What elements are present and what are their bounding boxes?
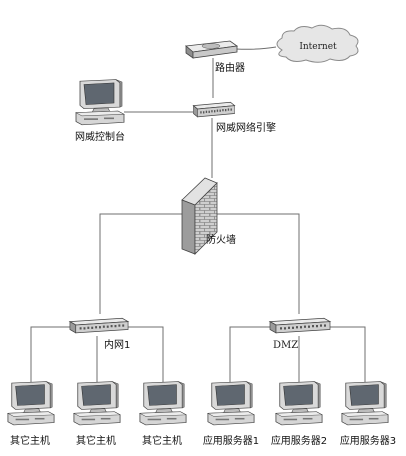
desktop-computer-icon bbox=[276, 382, 322, 425]
network-engine-icon bbox=[193, 102, 234, 117]
switch-icon bbox=[270, 318, 330, 333]
host-2: 其它主机 bbox=[74, 382, 120, 447]
link-host3 bbox=[124, 326, 164, 382]
switch-icon bbox=[70, 318, 128, 333]
internet-label: Internet bbox=[299, 42, 337, 52]
server-1: 应用服务器1 bbox=[203, 382, 259, 447]
link-server1 bbox=[229, 326, 270, 382]
router-icon bbox=[185, 40, 239, 59]
host-label: 其它主机 bbox=[142, 434, 182, 447]
link-firewall-dmz bbox=[214, 213, 300, 314]
server-label: 应用服务器3 bbox=[340, 434, 396, 447]
desktop-computer-icon bbox=[74, 382, 120, 425]
links bbox=[30, 46, 366, 382]
switch-dmz-label: DMZ bbox=[273, 340, 298, 351]
server-2: 应用服务器2 bbox=[271, 382, 327, 447]
firewall-label: 防火墙 bbox=[206, 233, 236, 246]
desktop-computer-icon bbox=[342, 382, 388, 425]
router: 路由器 bbox=[185, 40, 245, 74]
link-host1 bbox=[30, 326, 72, 382]
server-label: 应用服务器1 bbox=[203, 434, 259, 447]
network-engine-label: 网威网络引擎 bbox=[216, 121, 276, 134]
host-3: 其它主机 bbox=[140, 382, 186, 447]
switch-internal-label: 内网1 bbox=[104, 338, 130, 351]
router-label: 路由器 bbox=[215, 61, 245, 74]
internet-cloud: Internet bbox=[276, 24, 359, 63]
desktop-computer-icon bbox=[140, 382, 186, 425]
console: 网威控制台 bbox=[75, 80, 125, 143]
cloud-icon bbox=[276, 24, 359, 63]
switch-internal: 内网1 bbox=[70, 318, 130, 351]
firewall-icon bbox=[181, 177, 218, 255]
server-3: 应用服务器3 bbox=[340, 382, 396, 447]
desktop-computer-icon bbox=[208, 382, 254, 425]
server-label: 应用服务器2 bbox=[271, 434, 327, 447]
desktop-computer-icon bbox=[8, 382, 54, 425]
switch-dmz: DMZ bbox=[270, 318, 330, 351]
desktop-computer-icon bbox=[76, 80, 124, 125]
network-engine: 网威网络引擎 bbox=[193, 102, 276, 134]
host-label: 其它主机 bbox=[76, 434, 116, 447]
firewall: 防火墙 bbox=[181, 177, 236, 255]
host-label: 其它主机 bbox=[10, 434, 50, 447]
console-label: 网威控制台 bbox=[75, 130, 125, 143]
link-server3 bbox=[330, 326, 366, 382]
link-router-internet bbox=[235, 46, 277, 50]
host-1: 其它主机 bbox=[8, 382, 54, 447]
link-firewall-internal bbox=[99, 213, 182, 314]
